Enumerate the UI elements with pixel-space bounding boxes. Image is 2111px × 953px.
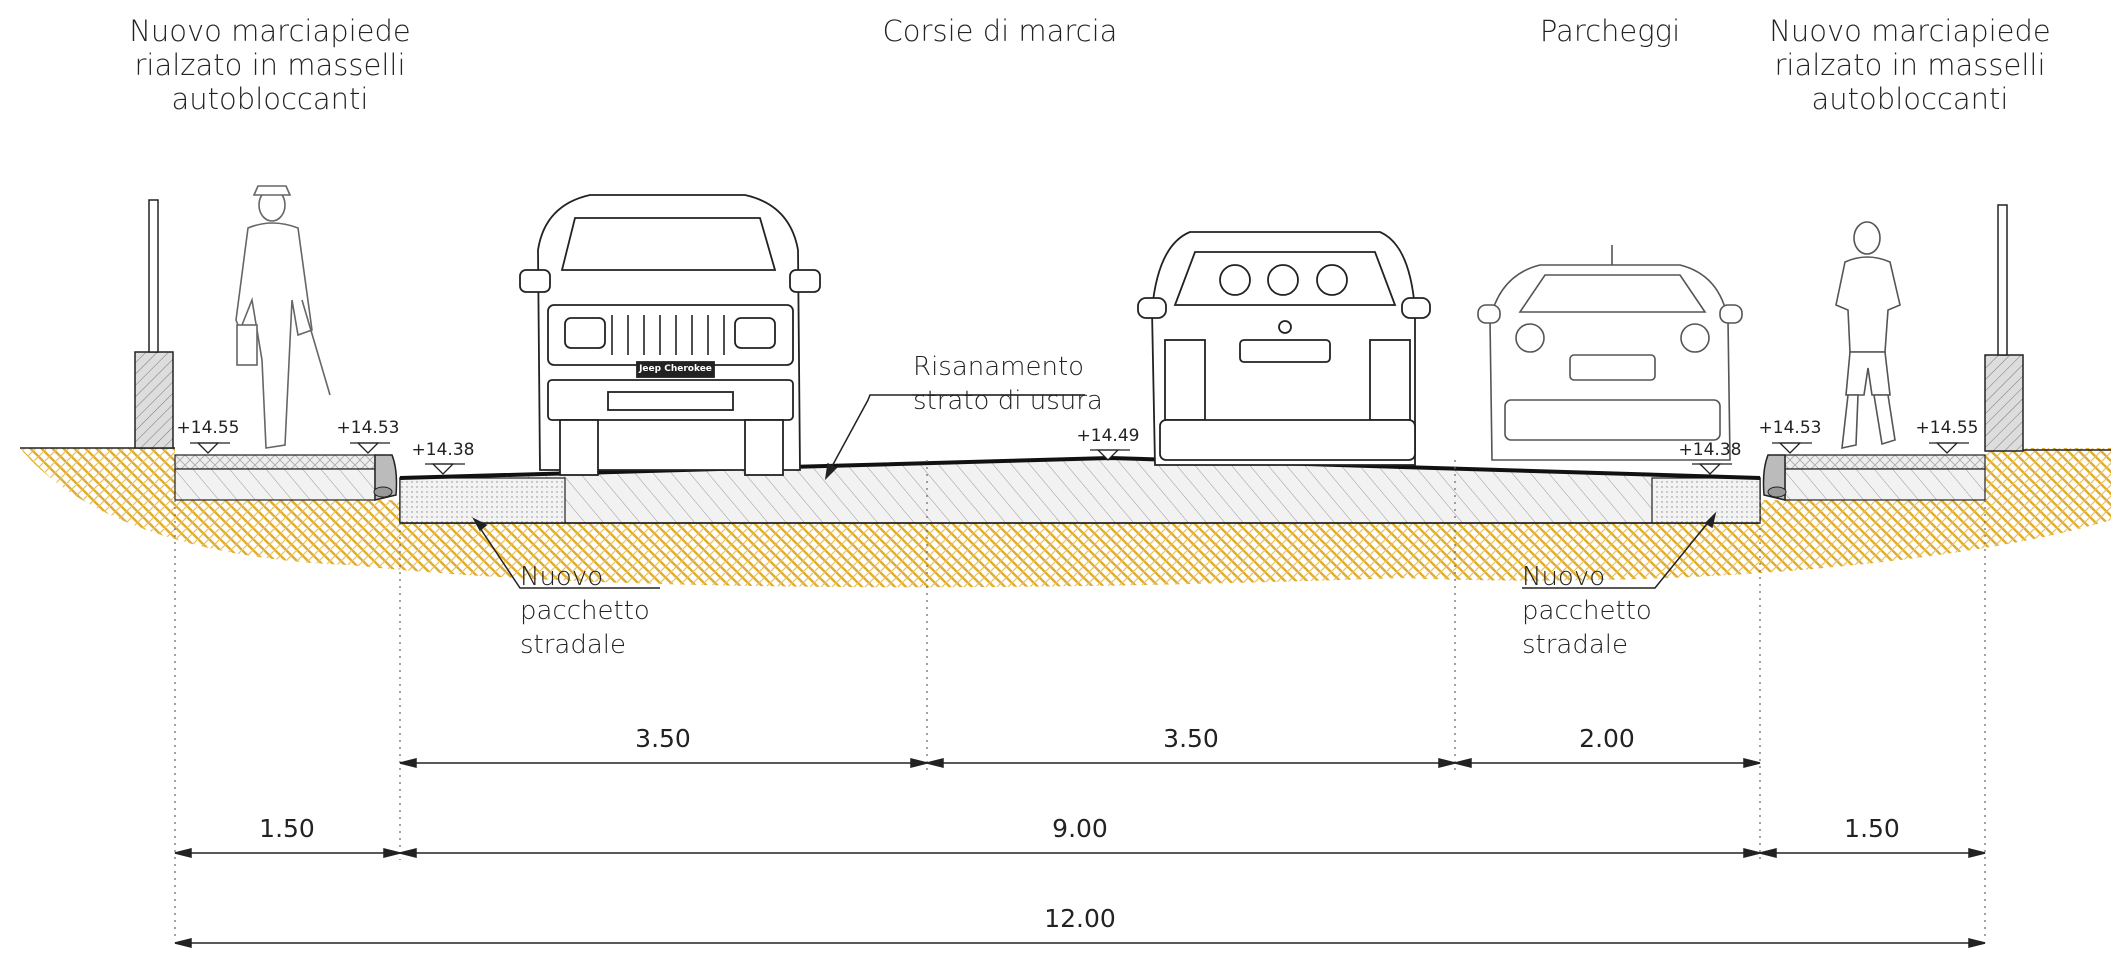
suv-badge: Jeep Cherokee [639,364,712,374]
hatchback-rear-icon [1137,231,1431,466]
dimension-lane-1: 3.50 [635,724,691,753]
sidewalk-right-paving [1784,454,1986,470]
road-new-package-left [399,477,566,524]
elevation-road-left-edge: +14.38 [411,440,475,460]
sports-car-rear-icon [1477,245,1743,461]
wall-right [1984,354,2024,452]
fence-post-left [148,199,159,353]
dimension-sidewalk-right: 1.50 [1844,814,1900,843]
label-lanes: Corsie di marcia [882,14,1118,48]
dimension-lane-2: 3.50 [1163,724,1219,753]
label-sidewalk-right: Nuovo marciapiede rialzato in masselli a… [1769,14,2051,116]
label-pavement-right: Nuovo pacchetto stradale [1522,562,1652,660]
label-parking: Parcheggi [1539,14,1681,48]
dimension-total: 12.00 [1044,904,1116,933]
label-pavement-left: Nuovo pacchetto stradale [520,562,650,660]
sidewalk-left-base [174,468,376,501]
dimension-sidewalk-left: 1.50 [259,814,315,843]
dimension-parking: 2.00 [1579,724,1635,753]
elevation-sidewalk-right-outer: +14.55 [1915,418,1979,438]
elevation-sidewalk-right-inner: +14.53 [1758,418,1822,438]
sidewalk-right-base [1784,468,1986,501]
road-new-package-right [1651,477,1761,524]
fence-post-right [1997,204,2008,356]
pedestrian-left-icon [235,185,331,449]
elevation-road-right-edge: +14.38 [1678,440,1742,460]
label-resurfacing: Risanamento strato di usura [913,352,1103,416]
elevation-road-crown: +14.49 [1076,426,1140,446]
pedestrian-right-icon [1835,221,1901,450]
elevation-sidewalk-left-inner: +14.53 [336,418,400,438]
label-sidewalk-left: Nuovo marciapiede rialzato in masselli a… [129,14,411,116]
elevation-sidewalk-left-outer: +14.55 [176,418,240,438]
suv-front-icon [519,194,821,476]
dimension-carriageway: 9.00 [1052,814,1108,843]
sidewalk-left-paving [174,454,376,470]
wall-left [134,351,174,449]
